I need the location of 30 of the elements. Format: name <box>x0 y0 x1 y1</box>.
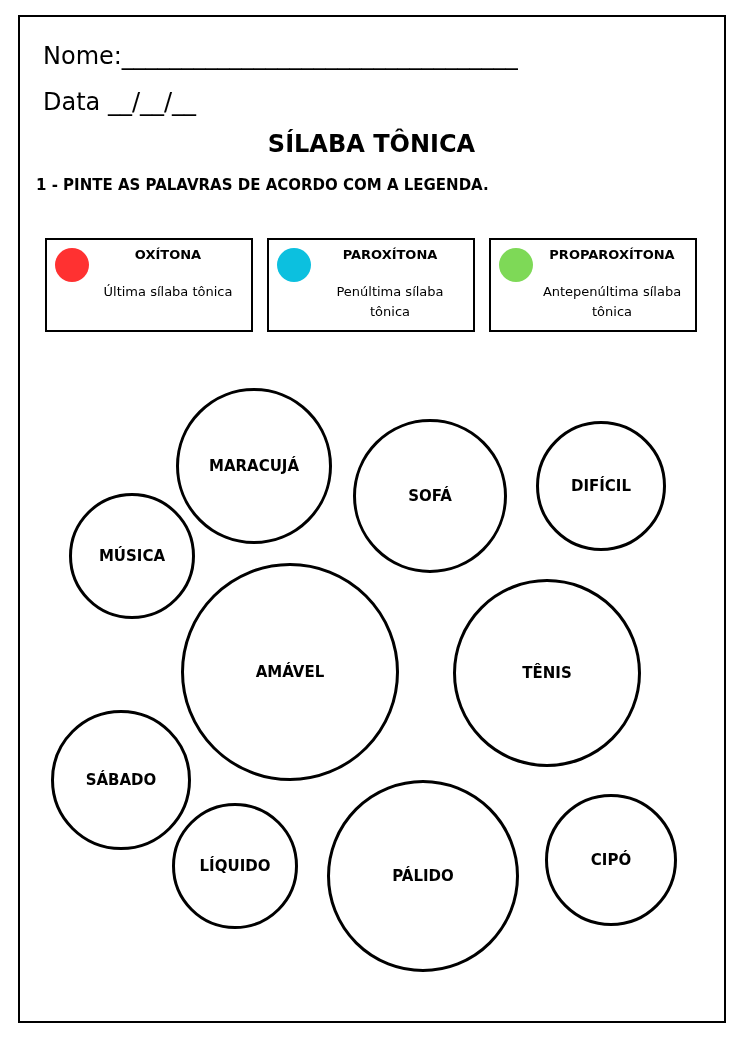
word-circle <box>453 579 641 767</box>
legend-description: Última sílaba tônica <box>102 283 234 301</box>
legend-description: Penúltima sílaba tônica <box>335 283 445 321</box>
word-text: SÁBADO <box>85 771 157 789</box>
date-field-label: Data __/__/__ <box>43 88 197 116</box>
word-text: SOFÁ <box>408 487 452 505</box>
word-circle <box>176 388 332 544</box>
instruction-text: 1 - PINTE AS PALAVRAS DE ACORDO COM A LEGENDA. <box>36 176 489 194</box>
legend-heading: PROPAROXÍTONA <box>548 247 676 262</box>
word-circle <box>51 710 191 850</box>
legend-heading: PAROXÍTONA <box>341 247 439 262</box>
word-text: AMÁVEL <box>255 663 325 681</box>
word-circle <box>327 780 519 972</box>
word-text: CIPÓ <box>590 851 632 869</box>
word-text: DIFÍCIL <box>571 477 631 495</box>
word-text: MARACUJÁ <box>208 457 300 475</box>
word-text: LÍQUIDO <box>199 857 271 875</box>
word-circle <box>536 421 666 551</box>
word-circle <box>172 803 298 929</box>
word-circle <box>545 794 677 926</box>
word-text: TÊNIS <box>522 664 572 682</box>
word-text: PÁLIDO <box>392 867 454 885</box>
word-circle <box>181 563 399 781</box>
legend-heading: OXÍTONA <box>133 247 203 262</box>
worksheet-title: SÍLABA TÔNICA <box>266 130 477 158</box>
word-text: MÚSICA <box>98 547 166 565</box>
word-circle <box>353 419 507 573</box>
legend-description: Antepenúltima sílaba tônica <box>541 283 683 321</box>
word-circle <box>69 493 195 619</box>
name-field-label: Nome:_________________________________ <box>43 42 518 70</box>
